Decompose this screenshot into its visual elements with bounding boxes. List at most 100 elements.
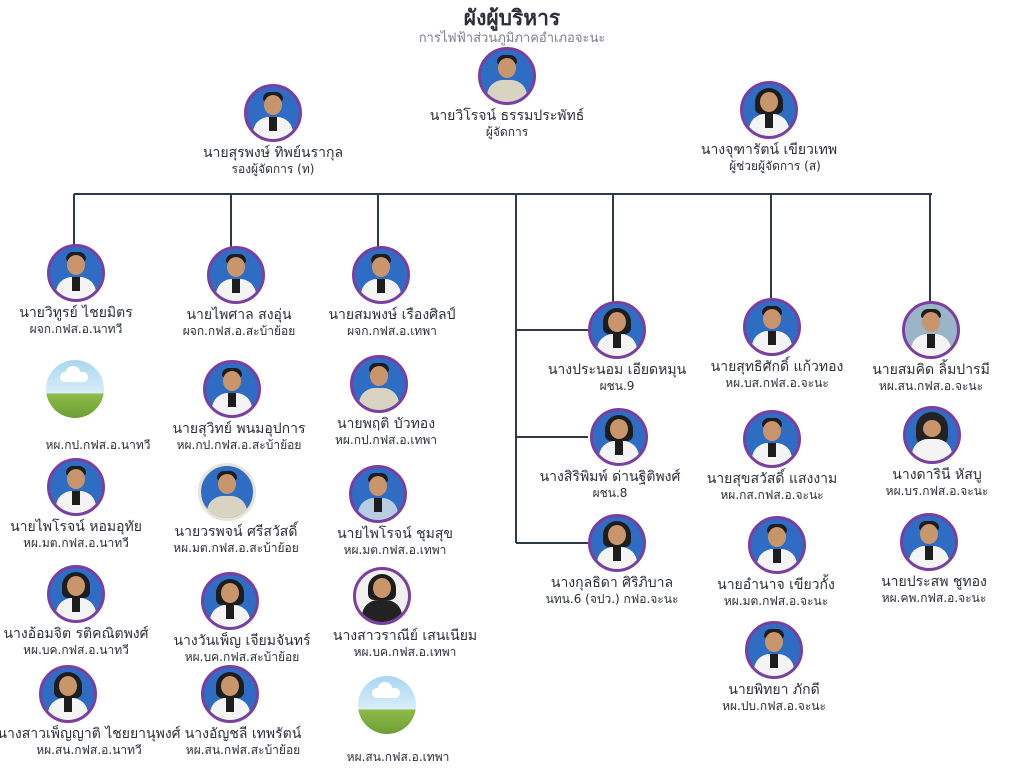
manager-avatar bbox=[478, 47, 536, 105]
person-name: นายวิทูรย์ ไชยมิตร bbox=[19, 305, 133, 321]
person-card: นายพฤติ บัวทอง หผ.กป.กฟส.อ.เทพา bbox=[286, 355, 486, 447]
person-role: หผ.บร.กฟส.อ.จะนะ bbox=[885, 484, 989, 498]
person-avatar bbox=[352, 246, 410, 304]
person-name: นายไพโรจน์ ชุมสุข bbox=[336, 526, 453, 542]
person-avatar bbox=[349, 465, 407, 523]
person-card: นายวรพจน์ ศรีสวัสดิ์ หผ.มต.กฟส.อ.สะบ้าย้… bbox=[136, 463, 336, 555]
person-card: นางสาวราณีย์ เสนเนียม หผ.บค.กฟส.อ.เทพา bbox=[305, 567, 505, 659]
person-role: หผ.กส.กฟส.อ.จะนะ bbox=[720, 488, 824, 502]
person-name: นายไพศาล สงอุ่น bbox=[186, 307, 292, 323]
person-name: นายอำนาจ เขียวกั้ง bbox=[717, 577, 835, 593]
person-role: หผ.กป.กฟส.อ.เทพา bbox=[334, 433, 438, 447]
person-avatar bbox=[902, 301, 960, 359]
person-name: นายไพโรจน์ หอมอุทัย bbox=[10, 519, 142, 535]
person-card: นางอ้อมจิต รติคณิตพงศ์ หผ.บค.กฟส.อ.นาทวี bbox=[0, 565, 176, 657]
person-role: หผ.กป.กฟส.อ.นาทวี bbox=[45, 438, 151, 452]
person-avatar bbox=[207, 246, 265, 304]
deputy-role: รองผู้จัดการ (ท) bbox=[231, 162, 315, 176]
person-avatar bbox=[350, 355, 408, 413]
deputy-avatar bbox=[244, 84, 302, 142]
person-card: นางอัญชลี เทพรัตน์ หผ.สน.กฟส.สะบ้าย้อย bbox=[143, 665, 343, 757]
person-avatar bbox=[47, 458, 105, 516]
person-role: ผชน.8 bbox=[592, 486, 628, 500]
person-card: นายอำนาจ เขียวกั้ง หผ.มต.กฟส.อ.จะนะ bbox=[676, 516, 876, 608]
person-card: นางสาวเพ็ญญาติ ไชยยานุพงศ์ หผ.สน.กฟส.อ.น… bbox=[0, 665, 189, 757]
person-role: ผจก.กฟส.อ.นาทวี bbox=[29, 322, 123, 336]
vacant-card: หผ.สน.กฟส.อ.เทพา bbox=[298, 676, 498, 764]
person-name: นายประสพ ชูทอง bbox=[881, 574, 987, 590]
person-name: นายสมคิด ลิ้มปารมี bbox=[872, 362, 990, 378]
deputy-name: นายสุรพงษ์ ทิพย์นรากุล bbox=[202, 145, 344, 161]
manager-role: ผู้จัดการ bbox=[485, 125, 529, 139]
person-role: ผชน.9 bbox=[599, 379, 635, 393]
person-avatar bbox=[39, 665, 97, 723]
person-avatar bbox=[201, 572, 259, 630]
person-avatar bbox=[47, 565, 105, 623]
person-role: หผ.บค.กฟส.อ.เทพา bbox=[353, 645, 457, 659]
person-avatar bbox=[743, 298, 801, 356]
person-card: นายสุทธิศักดิ์ แก้วทอง หผ.บส.กฟส.อ.จะนะ bbox=[677, 298, 877, 390]
person-card: นายพิทยา ภักดี หผ.ปบ.กฟส.อ.จะนะ bbox=[674, 621, 874, 713]
person-card: นางประนอม เอียดหมุน ผชน.9 bbox=[517, 301, 717, 393]
person-role: หผ.บค.กฟส.อ.นาทวี bbox=[23, 643, 129, 657]
deputy-node: นายสุรพงษ์ ทิพย์นรากุล รองผู้จัดการ (ท) bbox=[173, 84, 373, 176]
person-name: นายสุวิทย์ พนมอุปการ bbox=[172, 421, 306, 437]
chart-title: ผังผู้บริหาร bbox=[463, 6, 561, 30]
placeholder-image-icon bbox=[46, 360, 104, 418]
person-avatar bbox=[201, 665, 259, 723]
person-role: หผ.คพ.กฟส.อ.จะนะ bbox=[881, 591, 987, 605]
assistant-avatar bbox=[740, 81, 798, 139]
person-card: นายไพศาล สงอุ่น ผจก.กฟส.อ.สะบ้าย้อย bbox=[139, 246, 339, 338]
person-role: หผ.มต.กฟส.อ.เทพา bbox=[343, 543, 447, 557]
person-name: นายพิทยา ภักดี bbox=[728, 682, 820, 698]
person-avatar bbox=[353, 567, 411, 625]
person-role: หผ.สน.กฟส.สะบ้าย้อย bbox=[185, 743, 301, 757]
assistant-role: ผู้ช่วยผู้จัดการ (ส) bbox=[729, 159, 821, 173]
person-avatar bbox=[900, 513, 958, 571]
person-card: นายประสพ ชูทอง หผ.คพ.กฟส.อ.จะนะ bbox=[834, 513, 1024, 605]
person-name: นางสิริพิมพ์ ด่านฐิติพงศ์ bbox=[539, 469, 681, 485]
person-role: หผ.สน.กฟส.อ.นาทวี bbox=[36, 743, 142, 757]
person-avatar bbox=[748, 516, 806, 574]
person-card: นายสมพงษ์ เรืองศิลป์ ผจก.กฟส.อ.เทพา bbox=[292, 246, 492, 338]
person-role: หผ.กป.กฟส.อ.สะบ้าย้อย bbox=[176, 438, 302, 452]
person-card: นายสมคิด ลิ้มปารมี หผ.สน.กฟส.อ.จะนะ bbox=[831, 301, 1024, 393]
person-avatar bbox=[588, 514, 646, 572]
vacant-card: หผ.กป.กฟส.อ.นาทวี bbox=[0, 360, 175, 452]
person-role: ผจก.กฟส.อ.เทพา bbox=[347, 324, 437, 338]
person-name: นายวรพจน์ ศรีสวัสดิ์ bbox=[174, 524, 298, 540]
person-avatar bbox=[745, 621, 803, 679]
person-role: หผ.ปบ.กฟส.อ.จะนะ bbox=[722, 699, 826, 713]
person-card: นางสิริพิมพ์ ด่านฐิติพงศ์ ผชน.8 bbox=[510, 408, 710, 500]
person-avatar bbox=[588, 301, 646, 359]
person-card: นายไพโรจน์ ชุมสุข หผ.มต.กฟส.อ.เทพา bbox=[295, 465, 495, 557]
person-card: นางวันเพ็ญ เจียมจันทร์ หผ.บค.กฟส.สะบ้าย้… bbox=[142, 572, 342, 664]
person-role: นทน.6 (จปว.) กฟอ.จะนะ bbox=[545, 592, 679, 606]
assistant-node: นางจุฑารัตน์ เขียวเทพ ผู้ช่วยผู้จัดการ (… bbox=[669, 81, 869, 173]
person-role: หผ.มต.กฟส.อ.นาทวี bbox=[23, 536, 129, 550]
manager-node: นายวิโรจน์ ธรรมประพัทธ์ ผู้จัดการ bbox=[407, 47, 607, 139]
person-name: นางอ้อมจิต รติคณิตพงศ์ bbox=[3, 626, 149, 642]
person-name: นายสุขสวัสดิ์ แสงงาม bbox=[706, 471, 838, 487]
chart-subtitle: การไฟฟ้าส่วนภูมิภาคอำเภอจะนะ bbox=[418, 31, 606, 46]
person-name: นางสาวเพ็ญญาติ ไชยยานุพงศ์ bbox=[0, 726, 181, 742]
assistant-name: นางจุฑารัตน์ เขียวเทพ bbox=[700, 142, 838, 158]
person-name: นายพฤติ บัวทอง bbox=[336, 416, 436, 432]
person-name: นายสมพงษ์ เรืองศิลป์ bbox=[328, 307, 456, 323]
person-card: นายไพโรจน์ หอมอุทัย หผ.มต.กฟส.อ.นาทวี bbox=[0, 458, 176, 550]
person-card: นายสุวิทย์ พนมอุปการ หผ.กป.กฟส.อ.สะบ้าย้… bbox=[139, 360, 339, 452]
person-name: นางอัญชลี เทพรัตน์ bbox=[184, 726, 302, 742]
person-card: นายสุขสวัสดิ์ แสงงาม หผ.กส.กฟส.อ.จะนะ bbox=[672, 410, 872, 502]
person-name: นางดารินี หัสบู bbox=[892, 467, 982, 483]
person-avatar bbox=[203, 360, 261, 418]
person-card: นายวิทูรย์ ไชยมิตร ผจก.กฟส.อ.นาทวี bbox=[0, 244, 176, 336]
person-role: หผ.สน.กฟส.อ.เทพา bbox=[346, 750, 450, 764]
person-role: หผ.สน.กฟส.อ.จะนะ bbox=[878, 379, 984, 393]
person-role: หผ.มต.กฟส.อ.จะนะ bbox=[723, 594, 829, 608]
person-card: นางดารินี หัสบู หผ.บร.กฟส.อ.จะนะ bbox=[837, 406, 1024, 498]
person-name: นางประนอม เอียดหมุน bbox=[547, 362, 687, 378]
person-role: หผ.มต.กฟส.อ.สะบ้าย้อย bbox=[173, 541, 299, 555]
person-role: ผจก.กฟส.อ.สะบ้าย้อย bbox=[182, 324, 296, 338]
person-avatar bbox=[743, 410, 801, 468]
